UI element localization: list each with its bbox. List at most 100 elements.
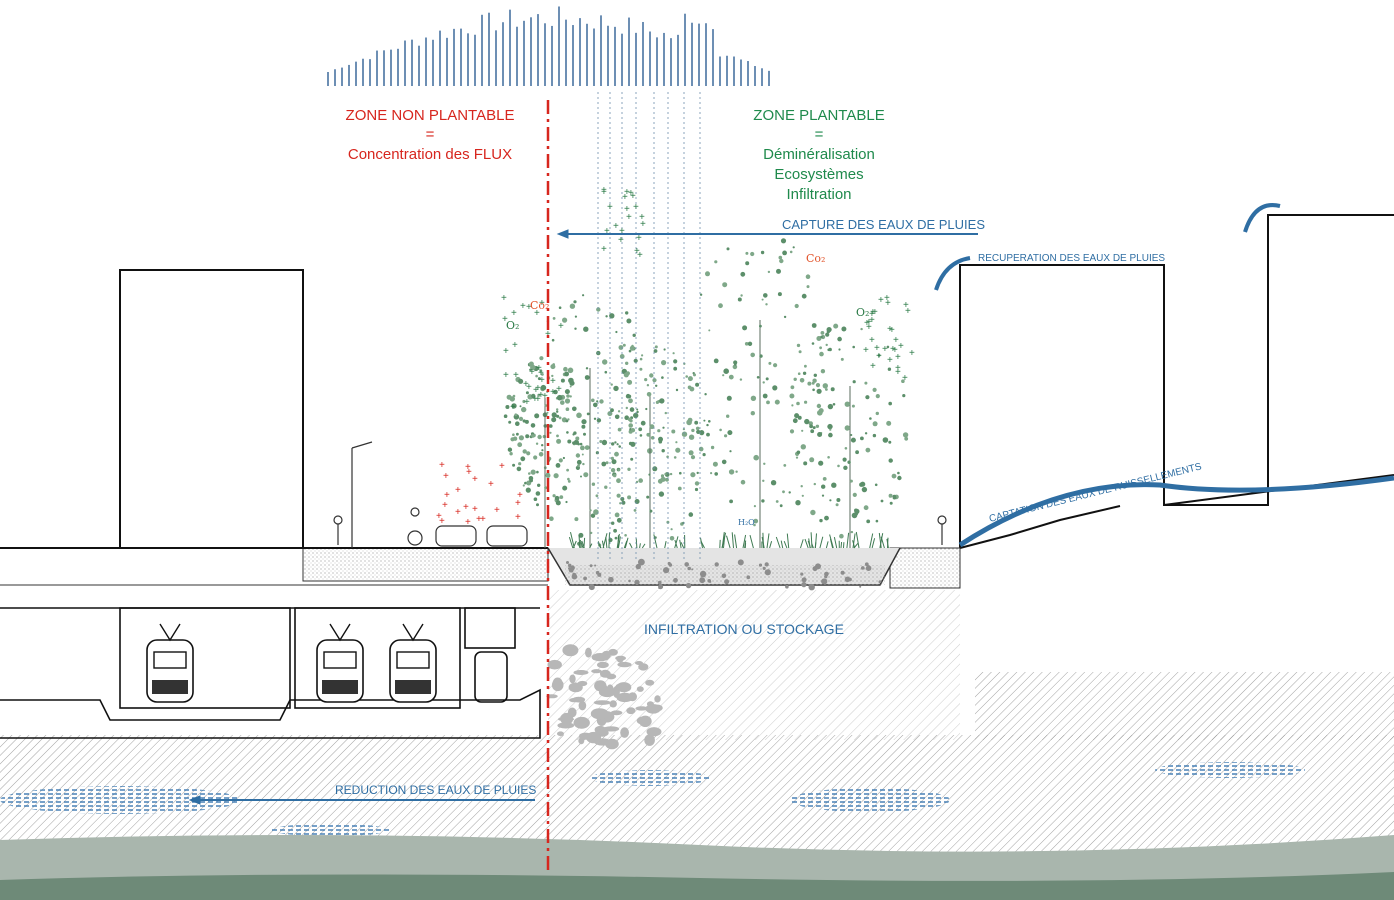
right-foundation-hatch (975, 672, 1394, 740)
street-lamp-arm (351, 441, 373, 449)
leaf (541, 449, 544, 452)
leaf (521, 406, 527, 413)
leaf (518, 462, 522, 466)
leaf (565, 419, 569, 423)
leaf (897, 475, 902, 481)
leaf (569, 395, 572, 398)
plus-sign: + (864, 318, 870, 329)
plantable-line3: Infiltration (786, 186, 851, 203)
leaf (655, 384, 658, 387)
plus-sign: + (523, 379, 529, 390)
leaf (760, 250, 765, 255)
plus-sign: + (890, 344, 896, 355)
leaf (618, 345, 624, 350)
gravel-stone (568, 567, 571, 570)
metro-tunnel (0, 607, 541, 739)
leaf (556, 410, 559, 413)
plus-sign: + (465, 517, 471, 528)
leaf (520, 456, 526, 462)
gravel-stone (597, 572, 602, 577)
leaf (809, 424, 813, 429)
plus-sign: + (535, 394, 541, 405)
gravel-stone (764, 562, 769, 567)
grass-blade (653, 534, 658, 549)
leaf (573, 431, 577, 435)
leaf (727, 430, 733, 436)
leaf (611, 521, 615, 525)
leaf (636, 408, 639, 411)
leaf (827, 348, 830, 352)
leaf (553, 473, 559, 479)
leaf (779, 258, 784, 264)
stone (603, 726, 620, 732)
train-window (323, 651, 357, 669)
stone (606, 673, 617, 680)
leaf (820, 331, 825, 335)
plus-sign: + (465, 462, 471, 473)
leaf (750, 251, 755, 257)
leaf (639, 357, 643, 361)
leaf (536, 503, 539, 507)
leaf (579, 442, 583, 446)
plus-sign: + (882, 344, 888, 355)
leaf (892, 494, 896, 499)
tunnel-floor (0, 688, 541, 739)
stone (615, 683, 623, 690)
leaf (830, 387, 835, 392)
leaf (815, 383, 821, 388)
leaf (535, 374, 538, 378)
gravel-stone (583, 576, 587, 581)
leaf (872, 387, 877, 392)
grass-blade (579, 539, 584, 549)
leaf (753, 454, 759, 461)
plus-sign: + (494, 505, 500, 516)
leaf (694, 420, 699, 425)
leaf (796, 450, 801, 455)
leaf (552, 317, 556, 320)
leaf (644, 378, 648, 382)
plus-sign: + (601, 244, 607, 255)
capture-arrow-head (556, 229, 569, 239)
plus-sign: + (545, 329, 551, 340)
gravel-stone (638, 558, 645, 566)
leaf (753, 523, 756, 527)
stone (591, 653, 610, 662)
plus-sign: + (639, 212, 645, 223)
leaf (528, 361, 534, 367)
plus-sign: + (876, 351, 882, 362)
leaf (675, 447, 681, 453)
leaf (794, 413, 800, 419)
groundwater-lens (0, 786, 240, 814)
tunnel-door (474, 651, 508, 703)
plus-sign: + (909, 348, 915, 359)
leaf (710, 472, 713, 475)
leaf (685, 375, 688, 378)
plantable-line2: Ecosystèmes (774, 166, 863, 183)
grass-blade (608, 532, 610, 549)
leaf (581, 453, 584, 456)
stone (591, 669, 602, 674)
leaf (825, 343, 828, 347)
leaf (897, 471, 900, 475)
leaf (795, 500, 801, 506)
leaf (551, 338, 555, 342)
leaf (790, 385, 795, 390)
leaf (780, 238, 787, 244)
leaf (509, 452, 513, 456)
leaf (817, 432, 823, 437)
leaf (874, 483, 878, 487)
stone (654, 695, 661, 703)
groundwater-lens (270, 824, 390, 836)
leaf (788, 491, 791, 494)
leaf (687, 417, 693, 423)
grass-blade (880, 536, 885, 549)
leaf (572, 406, 577, 412)
leaf (529, 368, 532, 371)
leaf (737, 297, 742, 302)
grass-blade (878, 532, 882, 549)
leaf (551, 412, 557, 418)
grass-blade (852, 533, 856, 549)
leaf (569, 385, 572, 388)
leaf (580, 475, 582, 478)
